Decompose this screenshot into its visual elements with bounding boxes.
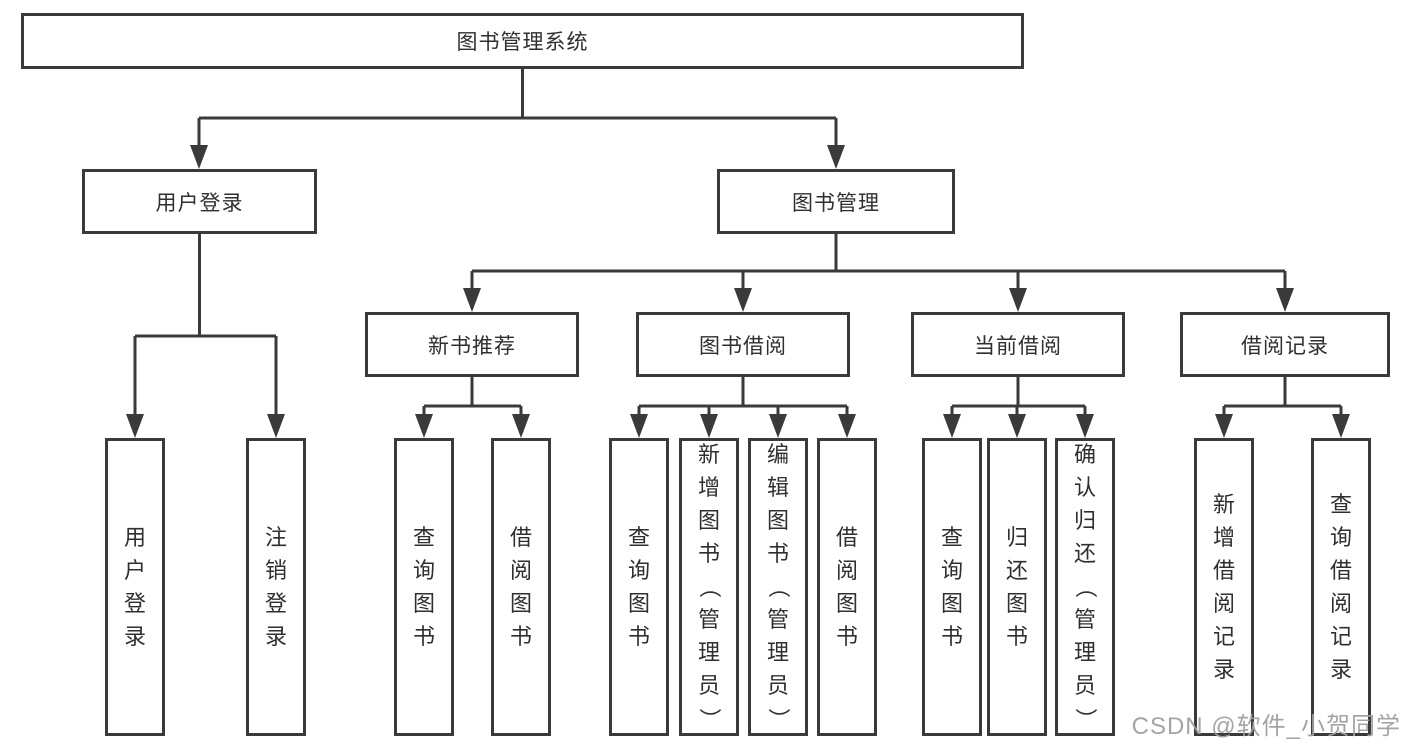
node-book-borrow: 图书借阅 (636, 312, 850, 377)
leaf-borrow-books-borrow: 借阅图书 (817, 438, 877, 736)
leaf-logout-login: 注销登录 (246, 438, 306, 736)
leaf-borrow-books-recommend: 借阅图书 (491, 438, 551, 736)
arrowheads (126, 145, 1350, 438)
connector-recommend-to-leaves (422, 377, 523, 418)
node-current-borrow: 当前借阅 (911, 312, 1125, 377)
connector-root-to-level2 (197, 68, 838, 150)
connector-current-to-leaves (950, 377, 1087, 418)
csdn-watermark: CSDN @软件_小贺同学 (1131, 713, 1401, 740)
connector-login-to-leaves (133, 233, 278, 418)
connector-borrow-to-leaves (637, 377, 849, 418)
leaf-query-books-current: 查询图书 (922, 438, 982, 736)
leaf-add-books-admin: 新增图书（管理员） (679, 438, 739, 736)
node-user-login: 用户登录 (82, 169, 317, 234)
leaf-return-books: 归还图书 (987, 438, 1047, 736)
leaf-query-borrow-record: 查询借阅记录 (1311, 438, 1371, 736)
node-library-system: 图书管理系统 (21, 13, 1024, 69)
leaf-add-borrow-record: 新增借阅记录 (1194, 438, 1254, 736)
leaf-confirm-return-admin: 确认归还（管理员） (1055, 438, 1115, 736)
connector-records-to-leaves (1222, 377, 1343, 418)
node-book-management: 图书管理 (717, 169, 955, 234)
leaf-edit-books-admin: 编辑图书（管理员） (748, 438, 808, 736)
connector-mgmt-to-level3 (470, 233, 1287, 292)
leaf-user-login: 用户登录 (105, 438, 165, 736)
leaf-query-books-recommend: 查询图书 (394, 438, 454, 736)
node-new-book-recommend: 新书推荐 (365, 312, 579, 377)
node-borrow-records: 借阅记录 (1180, 312, 1390, 377)
leaf-query-books-borrow: 查询图书 (609, 438, 669, 736)
